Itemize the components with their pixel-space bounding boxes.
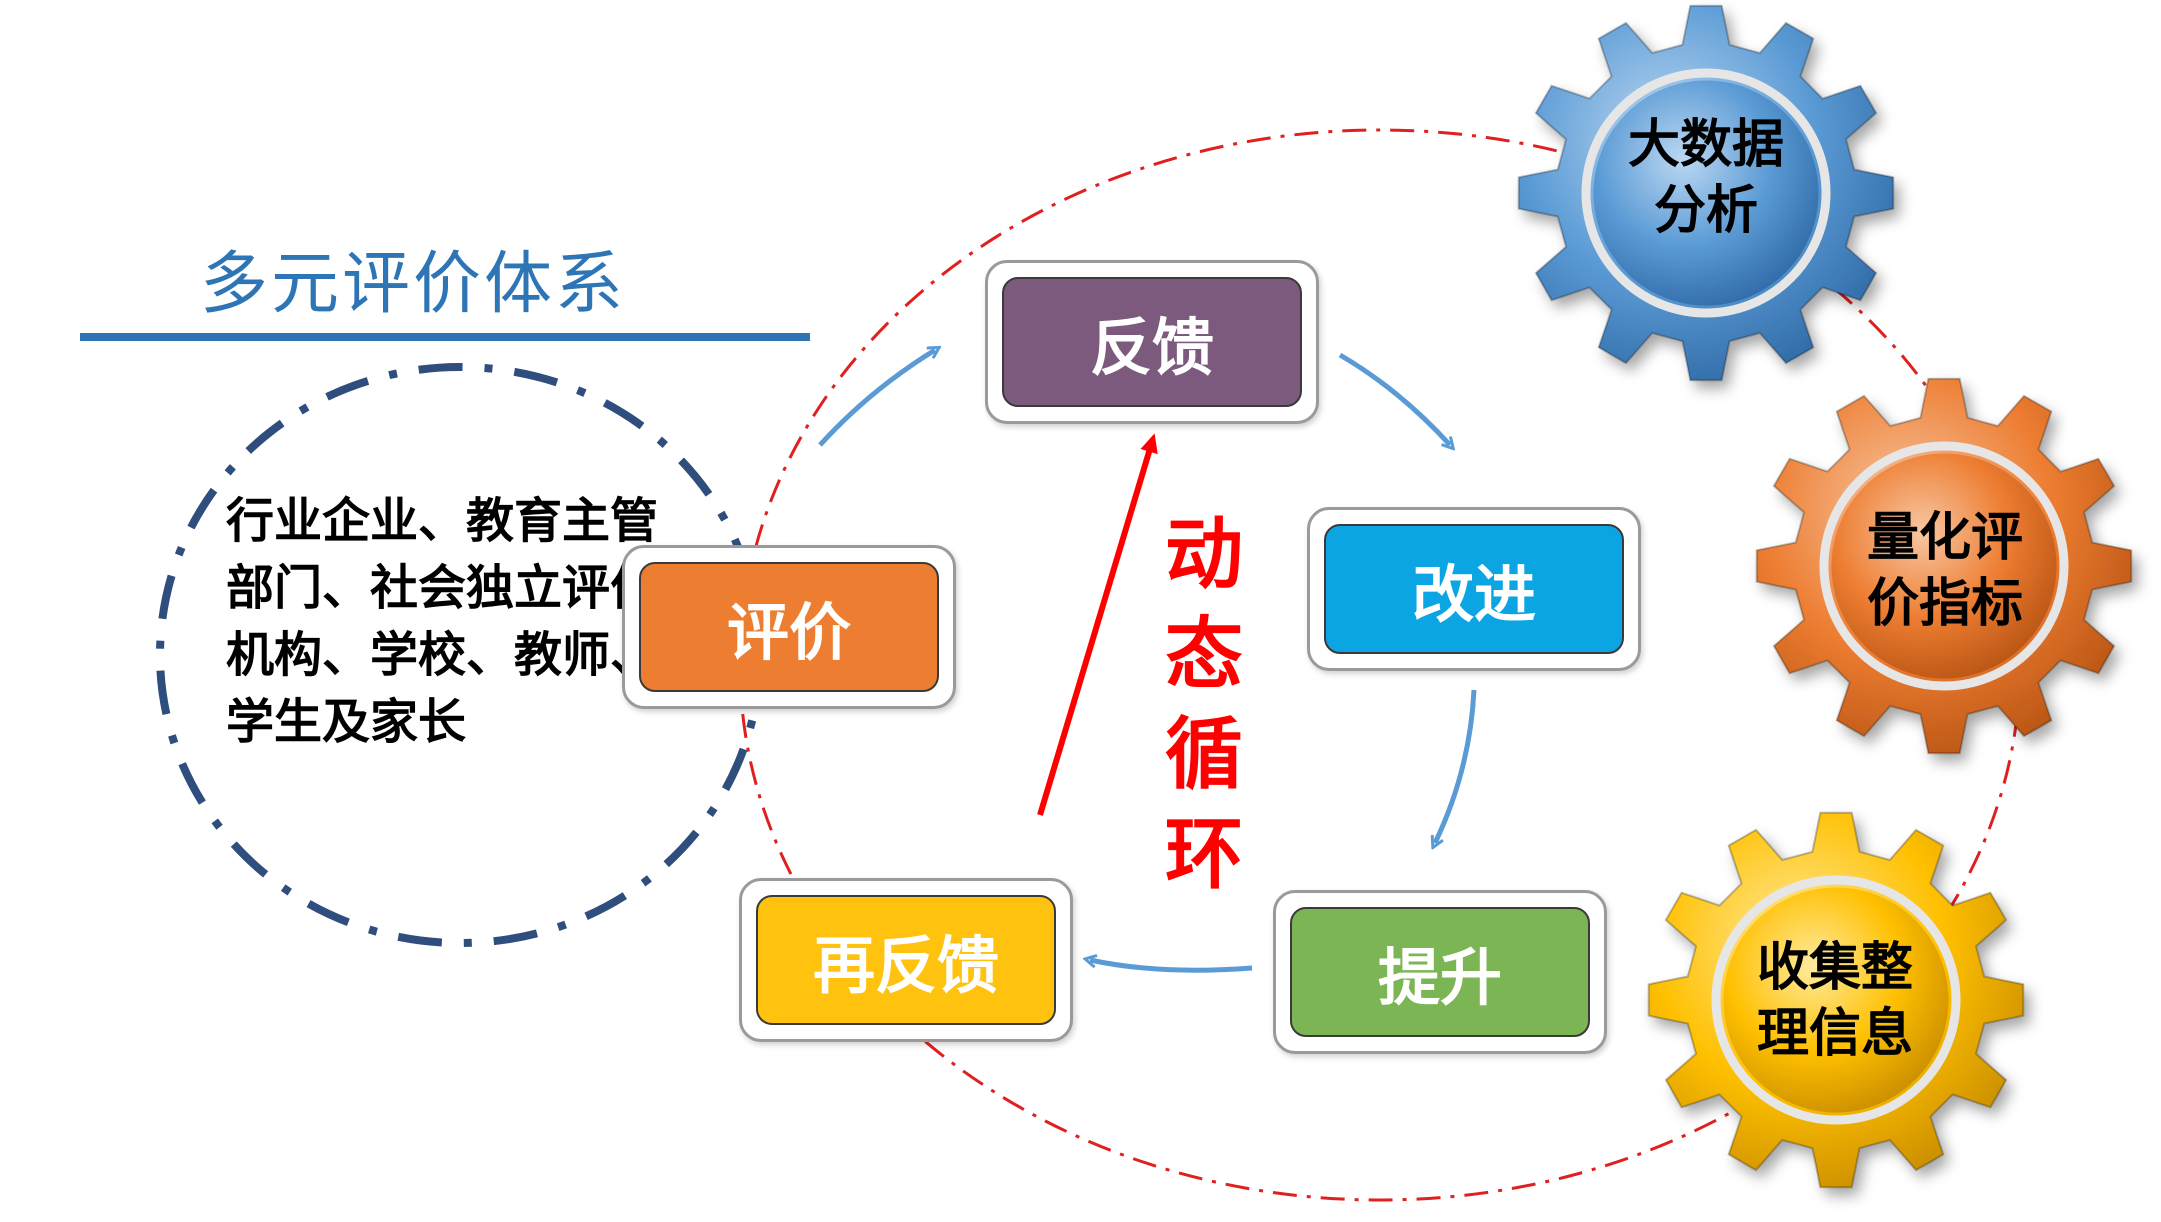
page-title: 多元评价体系 [200, 245, 627, 324]
box-enhance: 提升 [1273, 890, 1607, 1054]
box-enhance-label: 提升 [1377, 941, 1502, 1014]
gear-blue-hub [1593, 80, 1819, 306]
title-underline [80, 333, 810, 341]
box-evaluate-label: 评价 [726, 596, 851, 669]
gear-label-collect: 收集整理信息 [1756, 938, 1913, 1064]
gear-yellow-icon [1647, 811, 2025, 1189]
arrow-enhance-to-refeedback [1090, 960, 1253, 973]
arrow-improve-to-enhance [1435, 689, 1477, 843]
gear-orange-icon [1755, 377, 2133, 755]
gear-yellow-ring [1711, 875, 1961, 1125]
gear-blue-ring [1581, 68, 1831, 318]
box-refeedback-fill: 再反馈 [756, 895, 1056, 1025]
dynamic-cycle-label: 动态循环 [1164, 510, 1243, 900]
gear-yellow-hub [1723, 887, 1949, 1113]
box-improve: 改进 [1307, 507, 1641, 671]
box-feedback-label: 反馈 [1089, 311, 1214, 384]
stakeholders-text: 行业企业、教育主管部门、社会独立评价机构、学校、教师、学生及家长 [226, 493, 659, 750]
arrow-feedback-to-improve [1338, 352, 1450, 445]
box-feedback: 反馈 [985, 260, 1319, 424]
box-improve-label: 改进 [1411, 558, 1536, 631]
box-refeedback: 再反馈 [739, 878, 1073, 1042]
gear-blue-icon [1517, 4, 1895, 382]
red-up-arrow [1037, 433, 1158, 816]
box-evaluate: 评价 [622, 545, 956, 709]
gear-label-quantify: 量化评价指标 [1866, 508, 2023, 634]
gear-orange-hub [1831, 453, 2057, 679]
box-evaluate-fill: 评价 [639, 562, 939, 692]
gear-orange-ring [1819, 441, 2069, 691]
box-enhance-fill: 提升 [1290, 907, 1590, 1037]
box-feedback-fill: 反馈 [1002, 277, 1302, 407]
box-improve-fill: 改进 [1324, 524, 1624, 654]
arrow-evaluate-to-feedback [818, 350, 935, 447]
gear-label-big-data: 大数据分析 [1627, 115, 1784, 241]
box-refeedback-label: 再反馈 [812, 929, 999, 1002]
